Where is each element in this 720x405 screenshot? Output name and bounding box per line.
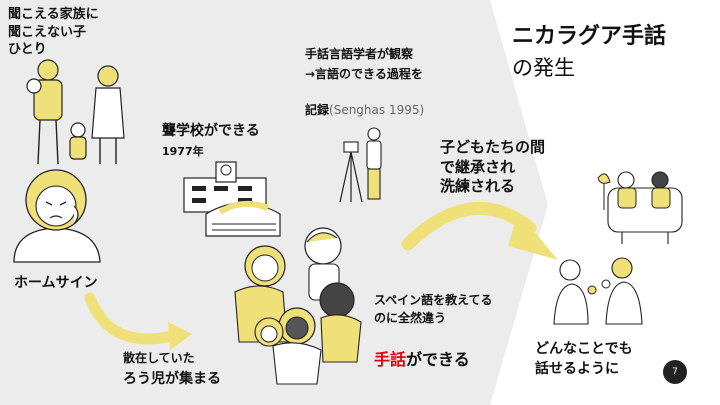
inheritance-arrow <box>401 202 558 260</box>
linguist-citation: (Senghas 1995) <box>329 103 425 118</box>
isolated-child-label: 聞こえる家族に 聞こえない子 ひとり <box>8 7 99 58</box>
sign-language-rest: ができる <box>406 349 470 369</box>
children-group-illustration <box>234 227 362 385</box>
scattered-label-line2: ろう児が集まる <box>123 371 221 387</box>
inherited-label: 子どもたちの間 で継承され 洗練される <box>440 138 546 195</box>
sign-language-emerges: 手話ができる <box>374 327 470 370</box>
slide-title: ニカラグア手話 <box>512 24 667 49</box>
sign-language-word: 手話 <box>374 349 407 369</box>
linguist-camera-illustration <box>339 127 382 203</box>
signing-people-illustration <box>553 257 643 325</box>
spanish-line1: スペイン語を教えてる <box>374 293 493 307</box>
anything-line2: 話せるように <box>535 361 619 377</box>
home-sign-label: ホームサイン <box>14 275 98 291</box>
linguist-line1: 手話言語学者が観察 <box>305 47 414 61</box>
gather-arrow <box>84 292 192 350</box>
scattered-label-line1: 散在していた <box>123 351 195 365</box>
year-label: 1977年 <box>162 145 204 158</box>
slide-subtitle: の発生 <box>512 56 575 80</box>
school-illustration <box>183 161 281 237</box>
linguist-line2: →言語のできる過程を <box>305 67 423 81</box>
spanish-line2: のに全然違う <box>374 311 447 325</box>
family-illustration <box>26 59 125 165</box>
linguist-line3: 記録(Senghas 1995) <box>305 86 424 118</box>
page-number: 7 <box>672 367 678 377</box>
page-number-badge: 7 <box>663 360 687 384</box>
sad-child-illustration <box>13 169 101 263</box>
conversation-sofa-illustration <box>597 171 683 244</box>
linguist-record-word: 記録 <box>305 103 330 118</box>
school-label: 聾学校ができる <box>162 123 260 139</box>
anything-line1: どんなことでも <box>535 341 633 357</box>
